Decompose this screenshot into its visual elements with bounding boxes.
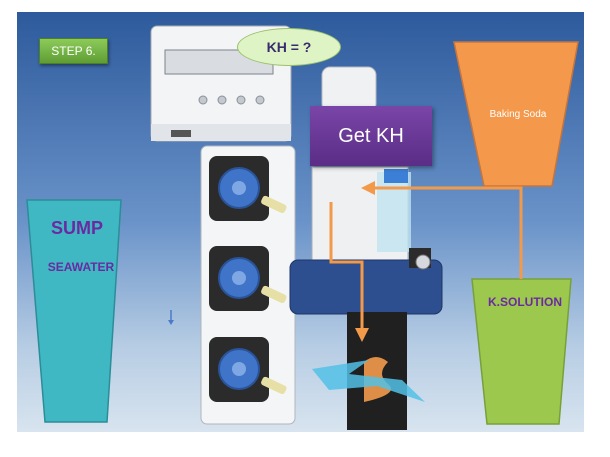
arrowhead-down [355, 328, 369, 342]
baking-soda-label: Baking Soda [489, 109, 547, 120]
sump-label: SUMP [50, 218, 103, 238]
baking-soda-container [453, 41, 579, 187]
kh-analyzer [289, 66, 443, 430]
k-solution-label: K.SOLUTION [488, 295, 562, 309]
flow-line-down [329, 202, 364, 332]
seawater-label: SEAWATER [47, 260, 115, 274]
flow-arrows [329, 186, 523, 332]
kh-question-bubble: KH = ? [237, 28, 341, 66]
arrowhead-left [361, 181, 375, 195]
diagram-canvas: STEP 6. KH = ? Get KH SUMP SEAWATER Baki… [17, 12, 584, 432]
water-splash [312, 360, 425, 402]
flow-line-ksolution [373, 186, 523, 279]
level-marker-head [168, 320, 174, 325]
step-badge: STEP 6. [39, 38, 108, 64]
sump-container [26, 199, 122, 423]
pump-rack [200, 145, 296, 425]
get-kh-box: Get KH [310, 106, 432, 166]
k-solution-container [471, 278, 572, 425]
diagram-graphics [26, 25, 579, 430]
